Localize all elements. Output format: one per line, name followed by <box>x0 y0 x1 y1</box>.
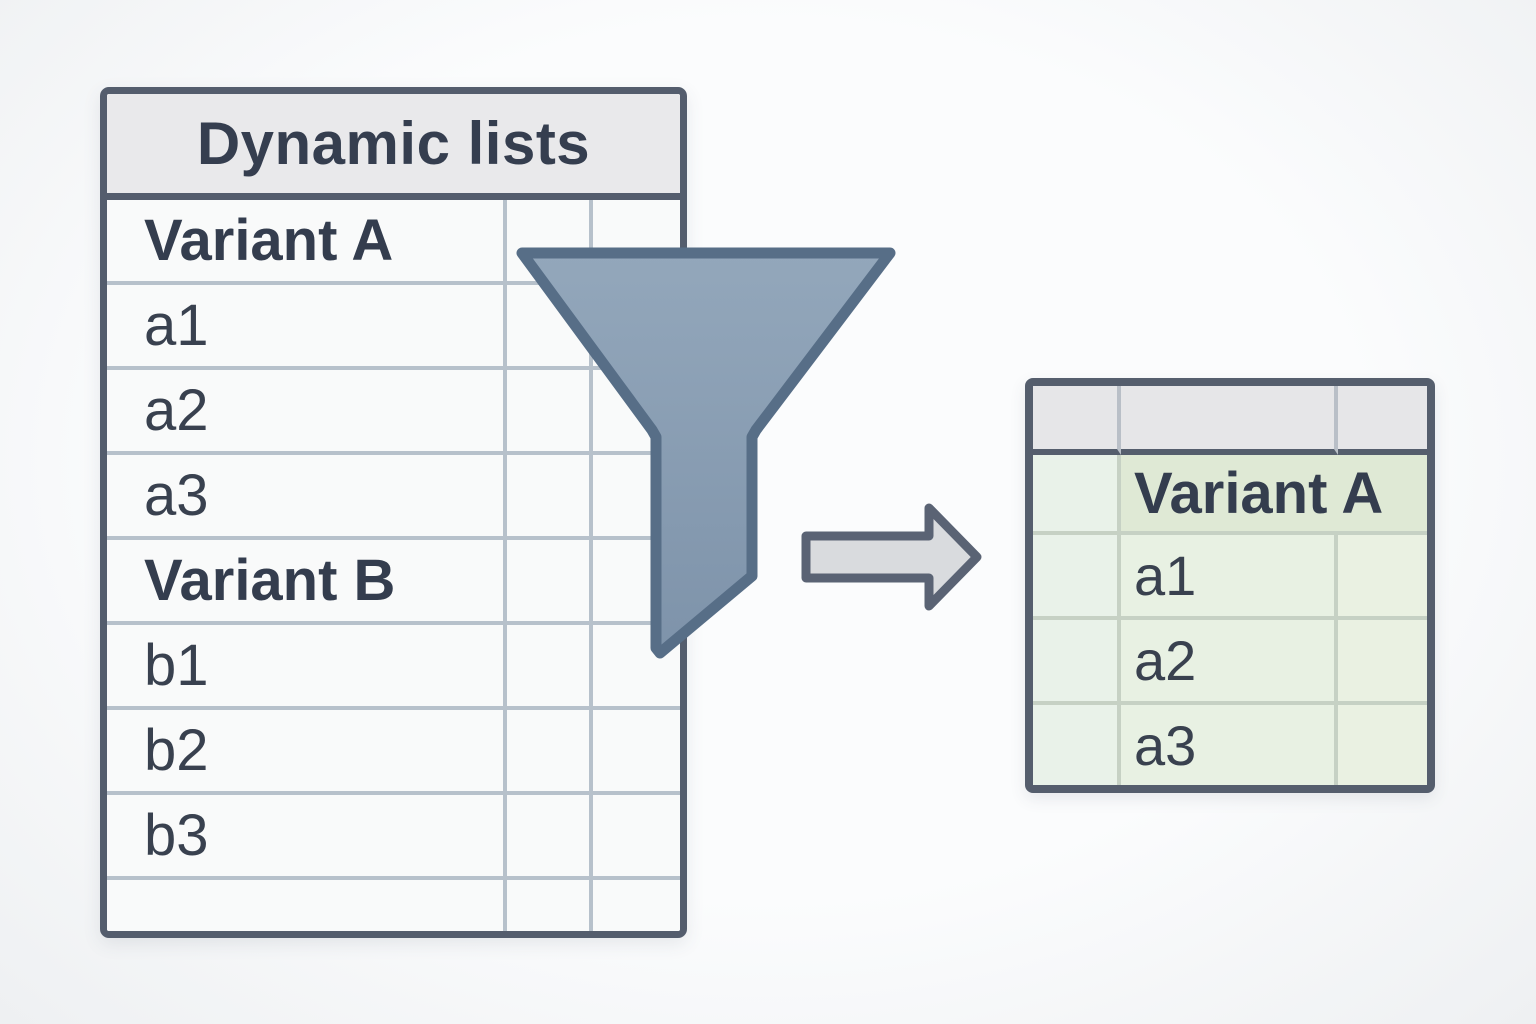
source-cell-empty <box>593 795 680 880</box>
source-cell-empty <box>507 200 593 285</box>
source-row-variant-b: Variant B <box>107 540 507 625</box>
source-cell-empty <box>593 455 680 540</box>
source-cell-empty <box>507 710 593 795</box>
result-cell-empty <box>1033 705 1121 785</box>
result-cell-empty <box>1033 620 1121 705</box>
source-cell-empty <box>507 540 593 625</box>
source-cell-empty <box>593 200 680 285</box>
source-row-a2: a2 <box>107 370 507 455</box>
source-cell-empty <box>593 880 680 931</box>
source-table-title: Dynamic lists <box>107 94 680 200</box>
source-cell-empty <box>593 540 680 625</box>
result-row-variant-a: Variant A <box>1121 455 1427 535</box>
result-header-cell <box>1338 386 1427 455</box>
source-row-a3: a3 <box>107 455 507 540</box>
source-row-b3: b3 <box>107 795 507 880</box>
result-cell-empty <box>1033 455 1121 535</box>
source-cell-empty <box>593 370 680 455</box>
source-row-empty <box>107 880 507 931</box>
source-cell-empty <box>507 370 593 455</box>
result-cell-empty <box>1338 705 1427 785</box>
result-header-cell <box>1121 386 1338 455</box>
result-cell-empty <box>1033 535 1121 620</box>
source-cell-empty <box>507 625 593 710</box>
source-cell-empty <box>593 625 680 710</box>
source-table: Dynamic lists Variant A a1 a2 a3 Variant… <box>100 87 687 938</box>
source-row-variant-a: Variant A <box>107 200 507 285</box>
result-table: Variant A a1 a2 a3 <box>1025 378 1435 793</box>
source-cell-empty <box>507 455 593 540</box>
source-row-a1: a1 <box>107 285 507 370</box>
source-cell-empty <box>593 710 680 795</box>
source-cell-empty <box>507 880 593 931</box>
result-cell-empty <box>1338 620 1427 705</box>
source-cell-empty <box>507 285 593 370</box>
source-row-b2: b2 <box>107 710 507 795</box>
result-row-a3: a3 <box>1121 705 1338 785</box>
source-cell-empty <box>507 795 593 880</box>
result-row-a1: a1 <box>1121 535 1338 620</box>
arrow-right-icon <box>801 503 982 611</box>
result-cell-empty <box>1338 535 1427 620</box>
result-header-cell <box>1033 386 1121 455</box>
result-row-a2: a2 <box>1121 620 1338 705</box>
source-row-b1: b1 <box>107 625 507 710</box>
source-cell-empty <box>593 285 680 370</box>
